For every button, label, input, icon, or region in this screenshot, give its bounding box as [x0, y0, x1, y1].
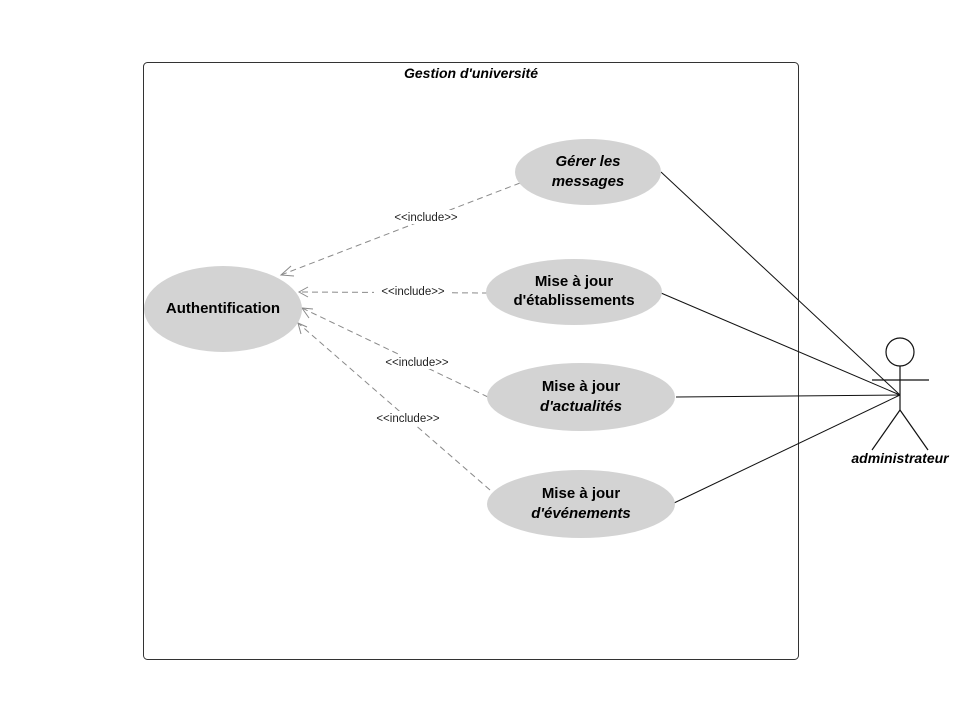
- association-lines: [660, 171, 901, 504]
- actor-head: [885, 337, 915, 367]
- use-case-label: Mise à jour: [542, 378, 621, 395]
- use-case-label: d'événements: [531, 505, 630, 522]
- include-relation-evenements: [297, 322, 491, 491]
- include-label: <<include>>: [385, 357, 449, 369]
- include-relation-messages: [279, 182, 521, 277]
- include-relation-actualites: [300, 307, 489, 398]
- use-case-maj-etablissements[interactable]: Mise à jour d'établissements: [486, 259, 662, 325]
- use-case-label: Gérer les: [555, 153, 620, 170]
- actor-administrateur[interactable]: administrateur: [851, 337, 950, 466]
- use-case-label: Authentification: [166, 300, 280, 317]
- use-case-label: d'actualités: [540, 398, 622, 415]
- use-case-label: d'établissements: [513, 292, 634, 309]
- system-boundary: [143, 62, 799, 660]
- use-case-maj-evenements[interactable]: Mise à jour d'événements: [487, 470, 675, 538]
- include-label: <<include>>: [394, 212, 458, 224]
- use-case-label: Mise à jour: [535, 273, 614, 290]
- use-case-label: Mise à jour: [542, 485, 621, 502]
- use-case-label: messages: [552, 173, 625, 190]
- use-case-maj-actualites[interactable]: Mise à jour d'actualités: [487, 363, 675, 431]
- use-case-gerer-messages[interactable]: Gérer les messages: [515, 139, 661, 205]
- include-label: <<include>>: [376, 413, 440, 425]
- include-label: <<include>>: [381, 286, 445, 298]
- use-case-authentification[interactable]: Authentification: [144, 266, 302, 352]
- system-title: Gestion d'université: [404, 65, 538, 81]
- actor-name: administrateur: [851, 450, 950, 466]
